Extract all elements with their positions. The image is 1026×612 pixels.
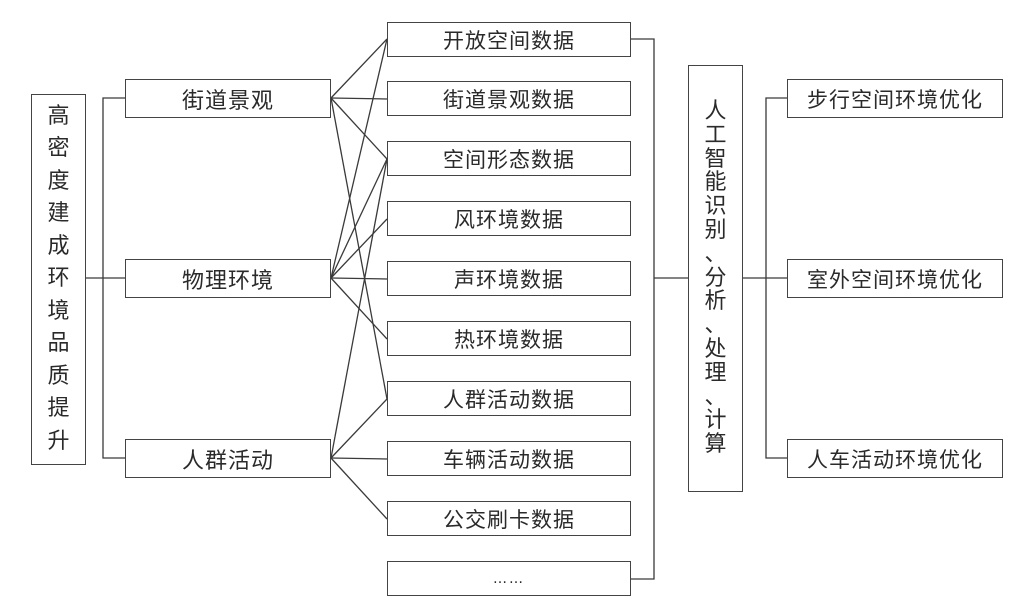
edge-street-open_space (330, 38, 388, 99)
processing-label-char: 理 (704, 360, 727, 386)
edge-physical-sound (330, 277, 388, 280)
outcome-label: 室外空间环境优化 (807, 267, 983, 292)
processing-label-char: 识 (704, 194, 727, 220)
processing-label-char: 、 (704, 384, 727, 410)
edge-street-spatial_form (330, 97, 388, 160)
edge-physical-spatial_form (330, 158, 388, 279)
data-label: 热环境数据 (454, 327, 564, 352)
processing-label-char: 算 (704, 432, 727, 458)
edge-crowd-crowd_activity (330, 398, 388, 459)
outcome-people-vehicle: 人车活动环境优化 (787, 439, 1003, 478)
root-label-char: 建 (47, 201, 70, 227)
processing-label-char: 、 (704, 313, 727, 339)
outcome-label: 人车活动环境优化 (807, 447, 983, 472)
outcome-outdoor-space: 室外空间环境优化 (787, 259, 1003, 298)
category-street-landscape: 街道景观 (125, 79, 331, 118)
data-label: 声环境数据 (454, 267, 564, 292)
root-label-char: 密 (47, 136, 70, 162)
edge-crowd-vehicle (330, 457, 388, 460)
data-label: 空间形态数据 (443, 147, 575, 172)
category-physical-environment: 物理环境 (125, 259, 331, 298)
category-crowd-activity: 人群活动 (125, 439, 331, 478)
data-label: 开放空间数据 (443, 28, 575, 53)
data-label: 人群活动数据 (443, 387, 575, 412)
edge-crowd-bus_card (330, 457, 388, 520)
category-label: 人群活动 (181, 448, 274, 474)
root-label-char: 高 (47, 103, 70, 129)
edge-physical-wind (330, 218, 388, 279)
outcome-pedestrian-space: 步行空间环境优化 (787, 79, 1003, 118)
processing-label-char: 处 (704, 336, 727, 362)
data-more-ellipsis: …… (387, 561, 631, 596)
data-vehicle-activity: 车辆活动数据 (387, 441, 631, 476)
edge-physical-open_space (330, 38, 388, 279)
category-label: 街道景观 (181, 88, 274, 114)
root-label-char: 品 (47, 331, 70, 357)
data-label: 风环境数据 (454, 207, 564, 232)
root-label-char: 成 (47, 233, 70, 259)
edge-crowd-spatial_form (330, 158, 388, 459)
processing-label-char: 智 (704, 146, 727, 172)
processing-label-char: 别 (704, 218, 727, 243)
processing-label-char: 计 (704, 408, 727, 434)
data-sound-environment: 声环境数据 (387, 261, 631, 296)
category-label: 物理环境 (181, 268, 274, 294)
data-spatial-form: 空间形态数据 (387, 141, 631, 176)
root-label-char: 境 (47, 298, 70, 324)
data-crowd-activity: 人群活动数据 (387, 381, 631, 416)
ai-processing-box: 人工智能识别、分析、处理、计算 (688, 65, 743, 492)
processing-label-char: 能 (704, 170, 727, 196)
data-bus-card: 公交刷卡数据 (387, 501, 631, 536)
data-street-view: 街道景观数据 (387, 81, 631, 116)
root-label-char: 提 (47, 396, 70, 422)
processing-label-char: 工 (704, 122, 727, 148)
data-label: …… (493, 570, 525, 587)
data-bracket (631, 38, 655, 580)
data-wind-environment: 风环境数据 (387, 201, 631, 236)
root-label-char: 度 (47, 168, 70, 194)
data-label: 街道景观数据 (443, 87, 575, 112)
root-goal-box: 高密度建成环境品质提升 (31, 94, 86, 465)
root-label-char: 升 (47, 428, 70, 454)
edge-street-street_view (330, 97, 388, 100)
processing-label-char: 人 (704, 99, 727, 125)
processing-label-char: 析 (704, 289, 727, 315)
data-label: 车辆活动数据 (443, 447, 575, 472)
root-label-char: 环 (47, 266, 70, 292)
processing-label-char: 分 (704, 265, 727, 291)
root-label-char: 质 (47, 363, 70, 389)
processing-label-char: 、 (704, 241, 727, 267)
data-thermal-environment: 热环境数据 (387, 321, 631, 356)
outcome-label: 步行空间环境优化 (807, 87, 983, 112)
data-open-space: 开放空间数据 (387, 22, 631, 57)
data-label: 公交刷卡数据 (443, 507, 575, 532)
